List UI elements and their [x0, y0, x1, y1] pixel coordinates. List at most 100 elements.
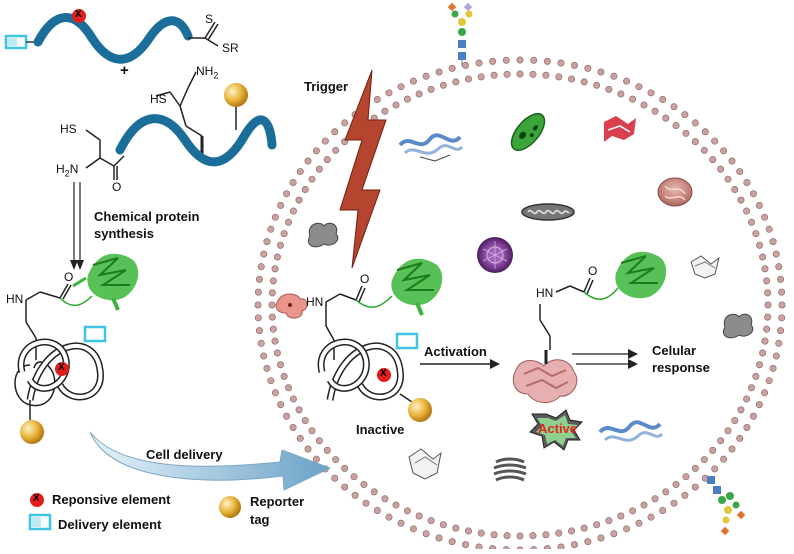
lipid-head — [333, 147, 339, 153]
protein-ribbon — [38, 17, 188, 59]
thiol-hs-left: HS — [60, 122, 77, 136]
lipid-head — [283, 413, 289, 419]
lipid-head — [272, 266, 278, 272]
lipid-head — [737, 435, 743, 441]
lipid-head — [404, 96, 410, 102]
lipid-head — [725, 176, 731, 182]
lipid-head — [606, 517, 612, 523]
lipid-head — [352, 492, 358, 498]
lipid-head — [462, 541, 468, 547]
pink-enzyme-icon — [513, 350, 577, 403]
lipid-head — [765, 302, 771, 308]
mitochondrion-icon — [522, 204, 574, 220]
active-label: Active — [538, 421, 577, 436]
lipid-head — [428, 517, 434, 523]
lipid-head — [743, 396, 749, 402]
lipid-head — [777, 327, 783, 333]
pink-blob-icon — [276, 294, 307, 318]
lipid-head — [478, 530, 484, 536]
lipid-head — [258, 340, 264, 346]
lipid-head — [476, 544, 482, 549]
lipid-head — [351, 473, 357, 479]
lipid-head — [398, 84, 404, 90]
lipid-head — [748, 385, 754, 391]
lipid-head — [290, 208, 296, 214]
lipid-head — [393, 502, 399, 508]
lipid-head — [341, 484, 347, 490]
lipid-head — [393, 102, 399, 108]
green-protein-domain-icon — [391, 259, 442, 315]
lipid-head — [274, 254, 280, 260]
lipid-head — [611, 73, 617, 79]
lipid-head — [285, 385, 291, 391]
lipid-head — [682, 111, 688, 117]
lipid-head — [663, 115, 669, 121]
red-protein-icon — [604, 116, 636, 142]
lipid-head — [398, 520, 404, 526]
lipid-head — [290, 179, 296, 185]
lipid-head — [683, 473, 689, 479]
lipid-head — [491, 72, 497, 78]
amide-hn-left: HN — [6, 292, 23, 306]
lipid-head — [762, 266, 768, 272]
lipid-head — [652, 496, 658, 502]
lipid-head — [729, 446, 735, 452]
lipid-head — [598, 535, 604, 541]
lipid-head — [648, 514, 654, 520]
lipid-head — [636, 84, 642, 90]
lipid-head — [517, 533, 523, 539]
lipid-head — [361, 481, 367, 487]
lipid-head — [341, 120, 347, 126]
lipid-head — [766, 378, 772, 384]
lipid-head — [558, 544, 564, 549]
delivery-element-icon-inner — [7, 38, 17, 46]
amine-h2n: H2N — [56, 162, 78, 178]
lipid-head — [256, 276, 262, 282]
gray-blob-icon — [308, 223, 337, 247]
lipid-head — [544, 545, 550, 549]
lipid-head — [673, 122, 679, 128]
blue-protein-icon — [400, 135, 462, 161]
lipid-head — [290, 396, 296, 402]
lipid-head — [305, 446, 311, 452]
lipid-head — [423, 531, 429, 537]
amide-hn-active: HN — [536, 286, 553, 300]
lipid-head — [671, 104, 677, 110]
lipid-head — [648, 90, 654, 96]
peptide-thioester — [6, 9, 218, 59]
lipid-head — [712, 466, 718, 472]
lipid-head — [316, 166, 322, 172]
lipid-head — [264, 238, 270, 244]
synthesis-arrows — [70, 182, 84, 270]
lipid-head — [255, 289, 261, 295]
trigger-label: Trigger — [304, 79, 348, 94]
inactive-construct — [321, 259, 442, 422]
lipid-head — [268, 378, 274, 384]
lipid-head — [641, 502, 647, 508]
lipid-head — [283, 191, 289, 197]
lipid-head — [465, 528, 471, 534]
lipid-head — [382, 108, 388, 114]
lipid-head — [738, 407, 744, 413]
lipid-head — [623, 526, 629, 532]
lipid-head — [683, 130, 689, 136]
lipid-head — [764, 290, 770, 296]
lipid-head — [671, 500, 677, 506]
amide-oxygen-active: O — [588, 264, 597, 278]
lipid-head — [717, 438, 723, 444]
lipid-head — [717, 166, 723, 172]
lipid-head — [756, 242, 762, 248]
lipid-head — [453, 79, 459, 85]
lipid-head — [543, 532, 549, 538]
glycan-top-icon — [448, 3, 473, 66]
lipid-head — [305, 158, 311, 164]
lipid-head — [732, 417, 738, 423]
golgi-icon — [494, 459, 526, 480]
lipid-head — [585, 65, 591, 71]
lipid-head — [720, 148, 726, 154]
lipid-head — [652, 108, 658, 114]
lipid-head — [322, 138, 328, 144]
lipid-head — [462, 62, 468, 68]
lipid-head — [416, 91, 422, 97]
